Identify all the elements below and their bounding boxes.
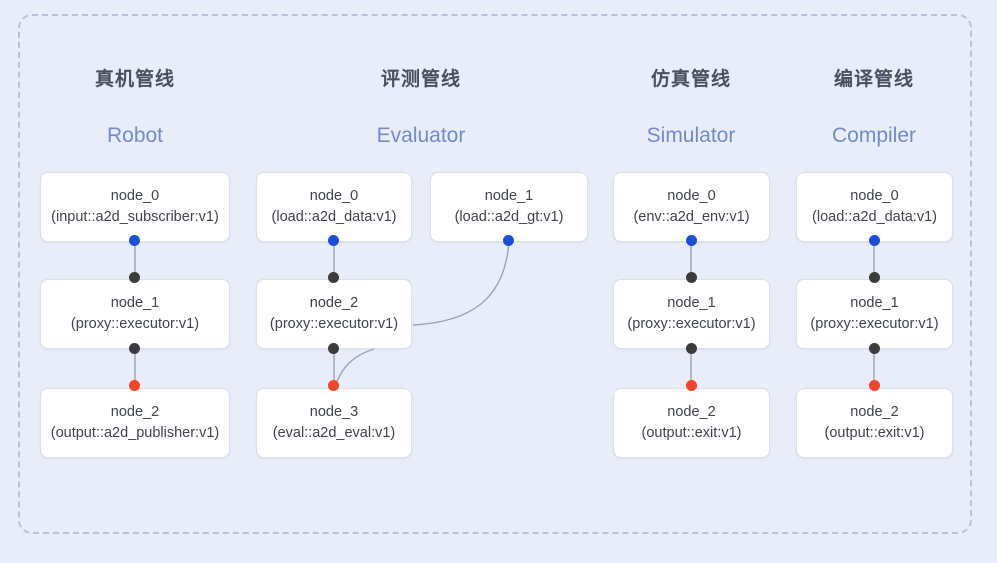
port-output-compiler-2[interactable] bbox=[869, 380, 880, 391]
column-title-en-simulator: Simulator bbox=[646, 124, 736, 147]
port-input-robot-0[interactable] bbox=[129, 235, 140, 246]
node-label-name: node_1 bbox=[850, 294, 899, 311]
node-evaluator-0[interactable]: node_0 (load::a2d_data:v1) bbox=[256, 172, 412, 242]
node-label-name: node_0 bbox=[110, 187, 160, 204]
node-label-name: node_2 bbox=[667, 403, 716, 420]
node-label-name: node_1 bbox=[110, 294, 160, 311]
port-output-simulator-2[interactable] bbox=[686, 380, 697, 391]
port-output-evaluator-3[interactable] bbox=[328, 380, 339, 391]
port-output-robot-2[interactable] bbox=[129, 380, 140, 391]
node-robot-2[interactable]: node_2 (output::a2d_publisher:v1) bbox=[40, 388, 230, 458]
node-label-type: (input::a2d_subscriber:v1) bbox=[51, 208, 219, 225]
node-label-type: (load::a2d_data:v1) bbox=[271, 208, 397, 225]
node-evaluator-3[interactable]: node_3 (eval::a2d_eval:v1) bbox=[256, 388, 412, 458]
column-title-cn-robot: 真机管线 bbox=[94, 69, 175, 90]
node-compiler-1[interactable]: node_1 (proxy::executor:v1) bbox=[796, 279, 953, 349]
node-label-name: node_2 bbox=[850, 403, 899, 420]
column-title-en-robot: Robot bbox=[106, 124, 164, 147]
node-label-type: (output::a2d_publisher:v1) bbox=[50, 424, 220, 441]
node-evaluator-2[interactable]: node_2 (proxy::executor:v1) bbox=[256, 279, 412, 349]
node-label-type: (proxy::executor:v1) bbox=[627, 315, 756, 332]
node-label-type: (load::a2d_data:v1) bbox=[812, 208, 937, 225]
node-simulator-2[interactable]: node_2 (output::exit:v1) bbox=[613, 388, 770, 458]
port-input-evaluator-1[interactable] bbox=[503, 235, 514, 246]
node-label-name: node_1 bbox=[667, 294, 716, 311]
node-label-name: node_0 bbox=[309, 187, 359, 204]
node-label-name: node_0 bbox=[667, 187, 716, 204]
node-label-name: node_0 bbox=[850, 187, 899, 204]
port-middle-robot-1-bottom[interactable] bbox=[129, 343, 140, 354]
node-label-type: (env::a2d_env:v1) bbox=[633, 208, 750, 225]
node-label-type: (output::exit:v1) bbox=[824, 424, 925, 441]
edge-eval-gt-to-executor bbox=[412, 240, 510, 326]
node-compiler-0[interactable]: node_0 (load::a2d_data:v1) bbox=[796, 172, 953, 242]
node-evaluator-1[interactable]: node_1 (load::a2d_gt:v1) bbox=[430, 172, 588, 242]
node-robot-1[interactable]: node_1 (proxy::executor:v1) bbox=[40, 279, 230, 349]
node-label-type: (proxy::executor:v1) bbox=[269, 315, 399, 332]
node-simulator-0[interactable]: node_0 (env::a2d_env:v1) bbox=[613, 172, 770, 242]
port-middle-compiler-1-bottom[interactable] bbox=[869, 343, 880, 354]
column-title-en-compiler: Compiler bbox=[831, 124, 917, 147]
column-title-cn-compiler: 编译管线 bbox=[833, 69, 914, 90]
node-label-type: (eval::a2d_eval:v1) bbox=[272, 424, 396, 441]
column-title-en-evaluator: Evaluator bbox=[376, 124, 466, 147]
port-input-compiler-0[interactable] bbox=[869, 235, 880, 246]
node-label-name: node_2 bbox=[309, 294, 359, 311]
node-compiler-2[interactable]: node_2 (output::exit:v1) bbox=[796, 388, 953, 458]
column-title-cn-simulator: 仿真管线 bbox=[650, 69, 731, 90]
node-label-name: node_2 bbox=[110, 403, 160, 420]
port-middle-evaluator-2-bottom[interactable] bbox=[328, 343, 339, 354]
edge-eval-executor-to-eval bbox=[335, 348, 375, 385]
column-title-cn-evaluator: 评测管线 bbox=[380, 69, 461, 90]
port-middle-simulator-1-top[interactable] bbox=[686, 272, 697, 283]
port-input-evaluator-0[interactable] bbox=[328, 235, 339, 246]
port-middle-compiler-1-top[interactable] bbox=[869, 272, 880, 283]
node-label-type: (proxy::executor:v1) bbox=[70, 315, 200, 332]
node-robot-0[interactable]: node_0 (input::a2d_subscriber:v1) bbox=[40, 172, 230, 242]
port-middle-robot-1-top[interactable] bbox=[129, 272, 140, 283]
port-middle-simulator-1-bottom[interactable] bbox=[686, 343, 697, 354]
node-label-type: (output::exit:v1) bbox=[641, 424, 742, 441]
node-label-type: (proxy::executor:v1) bbox=[810, 315, 939, 332]
node-label-type: (load::a2d_gt:v1) bbox=[454, 208, 564, 225]
node-label-name: node_1 bbox=[484, 187, 534, 204]
port-input-simulator-0[interactable] bbox=[686, 235, 697, 246]
node-label-name: node_3 bbox=[309, 403, 359, 420]
port-middle-evaluator-2-top[interactable] bbox=[328, 272, 339, 283]
node-simulator-1[interactable]: node_1 (proxy::executor:v1) bbox=[613, 279, 770, 349]
